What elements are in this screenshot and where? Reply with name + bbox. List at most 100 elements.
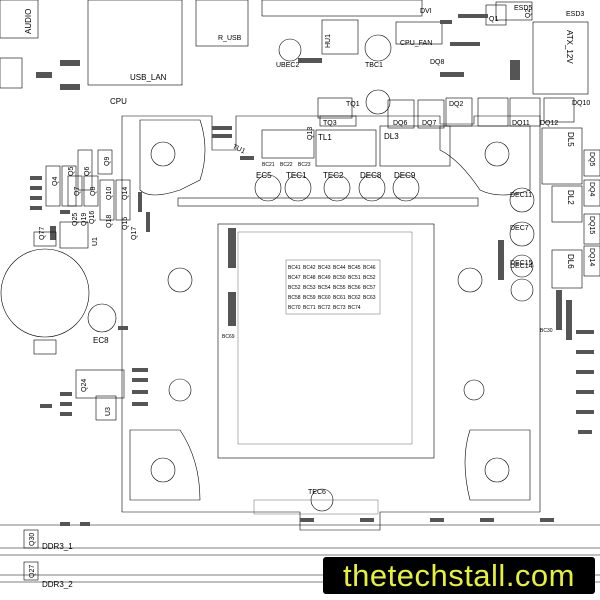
- esd5-label: ESD5: [514, 5, 532, 12]
- cap-grid-label: BC56: [348, 285, 361, 291]
- q15-label: Q15: [122, 217, 129, 230]
- ddr3-1-label: DDR3_1: [42, 542, 73, 551]
- socket-internals: BC69 TEC6: [222, 228, 334, 512]
- bc30-label: BC30: [540, 328, 553, 334]
- q24-label: Q24: [81, 379, 88, 392]
- bc21-label: BC21: [262, 162, 275, 168]
- bc22-label: BC22: [280, 162, 293, 168]
- q7-label: Q7: [74, 187, 81, 196]
- q18-label: Q18: [106, 215, 113, 228]
- cap-grid-label: BC51: [348, 275, 361, 281]
- dq8-label: DQ8: [430, 59, 445, 66]
- dl5-label: DL5: [566, 132, 575, 147]
- tbc1-label: TBC1: [365, 62, 383, 69]
- tec6-label: TEC6: [308, 489, 326, 496]
- battery-area: EC8 Q24 U3: [0, 231, 148, 421]
- cap-grid-label: BC46: [363, 265, 376, 271]
- tec2-label: TEC2: [323, 171, 344, 180]
- q30-label: Q30: [29, 533, 36, 546]
- cap-grid-label: BC54: [318, 285, 331, 291]
- left-mosfet-bank: Q4 Q5 Q6 Q7 Q8 Q9 Q10 Q14 Q15 Q16 Q17 Q1…: [30, 149, 150, 249]
- q10-label: Q10: [106, 187, 113, 200]
- dl2-label: DL2: [566, 190, 575, 205]
- q6-label: Q6: [84, 167, 91, 176]
- ec8-label: EC8: [93, 336, 109, 345]
- q14-label: Q14: [122, 187, 129, 200]
- ddr3-2-label: DDR3_2: [42, 580, 73, 589]
- dl3-label: DL3: [384, 132, 399, 141]
- q13-label: Q13: [307, 127, 314, 140]
- inductor-strip: TU1 Q13 TL1 DL3 BC21 BC22 BC23 EC5 TEC1 …: [212, 125, 451, 202]
- q8-label: Q8: [90, 187, 97, 196]
- q5-label: Q5: [68, 167, 75, 176]
- cap-grid-label: BC62: [348, 295, 361, 301]
- q17-label: Q17: [131, 227, 138, 240]
- dec7-label: DEC7: [510, 225, 529, 232]
- usb-lan-label: USB_LAN: [130, 73, 167, 82]
- q9-label: Q9: [104, 157, 111, 166]
- audio-label: AUDIO: [24, 9, 33, 34]
- cap-grid-label: BC71: [303, 305, 316, 311]
- dq14-label: DQ14: [588, 248, 595, 266]
- dec8-label: DEC8: [360, 171, 382, 180]
- dq11-label: DQ11: [512, 120, 530, 127]
- cap-grid-label: BC70: [288, 305, 301, 311]
- cap-grid-label: BC45: [348, 265, 361, 271]
- watermark: thetechstall.com: [323, 557, 595, 594]
- cap-grid-label: BC59: [303, 295, 316, 301]
- dec11-label: DEC11: [510, 192, 532, 199]
- q25-label: Q25: [72, 213, 79, 226]
- cap-grid-label: BC53: [303, 285, 316, 291]
- cap-grid-label: BC72: [318, 305, 331, 311]
- cpu-socket-frame: [121, 115, 541, 531]
- dq7-label: DQ7: [422, 120, 437, 127]
- dq10-label: DQ10: [572, 100, 590, 107]
- atx-12v-label: ATX_12V: [565, 30, 574, 64]
- cap-grid-label: BC52: [363, 275, 376, 281]
- q16-label: Q16: [89, 211, 96, 224]
- cap-grid-label: BC52: [288, 285, 301, 291]
- q77-label: Q77: [39, 227, 46, 240]
- dq5-label: DQ5: [588, 152, 595, 167]
- cap-grid-label: BC63: [363, 295, 376, 301]
- top-io-area: AUDIO USB_LAN CPU R_USB DVI ATX_12V ESD5…: [0, 0, 589, 115]
- q1-label: Q1: [489, 16, 498, 23]
- q19-label: Q19: [81, 213, 88, 226]
- dq4-label: DQ4: [588, 182, 595, 197]
- ubec2-label: UBEC2: [276, 62, 299, 69]
- cap-grid-label: BC60: [318, 295, 331, 301]
- cap-grid-label: BC42: [303, 265, 316, 271]
- hu1-label: HU1: [325, 34, 332, 48]
- cap-grid-label: BC73: [333, 305, 346, 311]
- cap-grid-label: BC48: [303, 275, 316, 281]
- cap-grid-label: BC41: [288, 265, 301, 271]
- cap-grid-label: BC47: [288, 275, 301, 281]
- tu1-label: TU1: [231, 143, 246, 155]
- cap-grid-label: BC49: [318, 275, 331, 281]
- cap-grid-label: BC44: [333, 265, 346, 271]
- cap-grid-label: BC61: [333, 295, 346, 301]
- dq2-label: DQ2: [449, 101, 464, 108]
- tl1-label: TL1: [318, 133, 332, 142]
- tq1-label: TQ1: [346, 101, 360, 108]
- q4-label: Q4: [52, 177, 59, 186]
- bc69-label: BC69: [222, 334, 235, 340]
- cpu-label: CPU: [110, 97, 127, 106]
- u3-label: U3: [105, 407, 112, 416]
- cap-grid-label: BC43: [318, 265, 331, 271]
- dvi-label: DVI: [420, 8, 432, 15]
- dl6-label: DL6: [566, 254, 575, 269]
- dec15-label: DEC15: [510, 260, 533, 267]
- dq6-label: DQ6: [393, 120, 408, 127]
- cpu-fan-label: CPU_FAN: [400, 40, 432, 47]
- cap-grid-label: BC58: [288, 295, 301, 301]
- dq15-label: DQ15: [588, 216, 595, 234]
- right-vrm: DL5 DQ5 DQ4 DL2 DL6 DQ15 DQ14 DEC11 DEC7…: [498, 127, 600, 434]
- power-stage-row: TQ1 TQ3 DQ6 DQ7 DQ2 DQ11 DQ12 DQ10: [317, 97, 590, 129]
- dq12-label: DQ12: [540, 120, 558, 127]
- cap-grid-label: BC55: [333, 285, 346, 291]
- tq3-label: TQ3: [323, 120, 337, 127]
- q27-label: Q27: [29, 565, 36, 578]
